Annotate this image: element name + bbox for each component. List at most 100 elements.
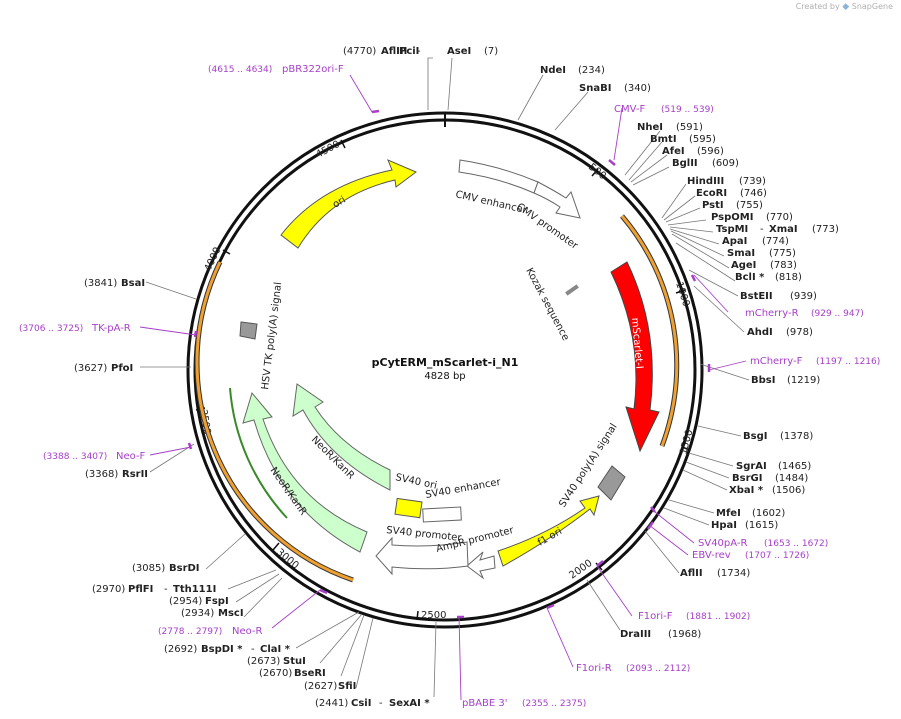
cmv-enhancer-arrow	[458, 159, 539, 194]
enzyme-apaI: ApaI	[722, 236, 747, 247]
enzyme-ahdI: AhdI	[747, 327, 773, 338]
enzyme-pos-rsrII: (3368)	[85, 469, 118, 480]
ori-arrow	[280, 159, 417, 249]
enzyme-aflIII: AflIII	[381, 46, 407, 57]
f1-ori-arrow	[497, 495, 600, 567]
primer-range-ebv-rev: (1707 .. 1726)	[745, 551, 809, 561]
snapgene-brand: Created by ◆ SnapGene	[796, 2, 893, 12]
enzyme-pos-aflII: (1734)	[717, 568, 750, 579]
enzyme-rsrII: RsrII	[122, 469, 148, 480]
enzyme-bsrDI: BsrDI	[169, 563, 200, 574]
primer-tk-pa-r: TK-pA-R	[91, 323, 131, 334]
enzyme-pos-sgraI: (1465)	[778, 461, 811, 472]
enzyme-pstI: PstI	[702, 200, 724, 211]
enzyme-sep-5: -	[164, 584, 168, 595]
enzyme-pos-pflFI: (2970)	[92, 584, 125, 595]
primer-range-mcherry-f: (1197 .. 1216)	[816, 357, 880, 367]
feature-label-hsv-polya: HSV TK poly(A) signal	[260, 282, 284, 391]
enzyme-bsgI: BsgI	[743, 431, 767, 442]
enzyme-pos-tspmI: (773)	[812, 224, 839, 235]
neo-outer-arrow	[242, 391, 368, 553]
primer-range-tk-pa-r: (3706 .. 3725)	[19, 324, 83, 334]
sv40-promoter-arrow	[375, 536, 469, 576]
neo-inner-arrow	[292, 383, 391, 491]
snapgene-logo-icon: ◆	[842, 2, 850, 12]
enzyme-pos-ahdI: (978)	[786, 327, 813, 338]
primer-range-f1ori-f: (1881 .. 1902)	[686, 612, 750, 622]
sv40-polya-box	[597, 465, 626, 501]
primer-mcherry-f: mCherry-F	[750, 356, 803, 367]
enzyme-ecorI: EcoRI	[696, 188, 727, 199]
enzyme-pos-smaI: (775)	[769, 248, 796, 259]
neo-outer-arc-fill	[195, 261, 354, 582]
primer-pbabe-3: pBABE 3'	[462, 698, 508, 709]
enzyme-bmtI: BmtI	[650, 134, 677, 145]
primer-neo-f: Neo-F	[116, 451, 146, 462]
primer-range-sv40pa-r: (1653 .. 1672)	[764, 539, 828, 549]
enzyme-sep-1: -	[417, 46, 421, 57]
enzyme-mfeI: MfeI	[716, 508, 741, 519]
enzyme-fspI: FspI	[205, 596, 229, 607]
snapgene-name: SnapGene	[851, 2, 893, 11]
enzyme-bglII: BglII	[672, 158, 698, 169]
primer-leader-lines	[139, 74, 747, 701]
enzyme-pspomI: PspOMI	[711, 212, 753, 223]
enzyme-claI: ClaI *	[260, 644, 291, 655]
enzyme-pos-ageI: (783)	[770, 260, 797, 271]
primer-range-f1ori-r: (2093 .. 2112)	[626, 664, 690, 674]
enzyme-pos-pfoI: (3627)	[74, 363, 107, 374]
enzyme-pos-apaI: (774)	[762, 236, 789, 247]
enzyme-pos-bsgI: (1378)	[780, 431, 813, 442]
enzyme-pos-bsrDI: (3085)	[132, 563, 165, 574]
enzyme-pos-bseRI: (2670)	[259, 668, 292, 679]
ampr-promoter-arrow	[466, 551, 496, 580]
tick-label-2500: 2500	[421, 610, 446, 621]
enzyme-pos-bstEII: (939)	[790, 291, 817, 302]
enzyme-bsrgI: BsrGI	[732, 473, 762, 484]
enzyme-sexaI: SexAI *	[389, 698, 430, 709]
enzyme-pos-hpaI: (1615)	[745, 520, 778, 531]
enzyme-pos-afeI: (596)	[697, 146, 724, 157]
enzyme-nheI: NheI	[637, 122, 663, 133]
enzyme-pos-bbsI: (1219)	[787, 375, 820, 386]
enzyme-pos-stuI: (2673)	[247, 656, 280, 667]
enzyme-xbaI: XbaI *	[729, 485, 764, 496]
neo-green-arc	[229, 387, 288, 519]
primer-pbr322ori-f: pBR322ori-F	[282, 64, 344, 75]
enzyme-pos-fspI: (2954)	[169, 596, 202, 607]
mscarlet-outer-arc-fill	[620, 215, 679, 447]
enzyme-mscI: MscI	[218, 608, 244, 619]
enzyme-hpaI: HpaI	[711, 520, 737, 531]
enzyme-bclI: BclI *	[735, 272, 765, 283]
enzyme-bsaI: BsaI	[121, 278, 145, 289]
enzyme-xmaI: XmaI	[769, 224, 798, 235]
tick-label-2000: 2000	[567, 558, 594, 582]
enzyme-snabI: SnaBI	[579, 83, 611, 94]
cmv-promoter-arrow	[533, 181, 581, 219]
enzyme-sgraI: SgrAI	[736, 461, 767, 472]
plasmid-length: 4828 bp	[424, 371, 465, 382]
enzyme-tth111I: Tth111I	[173, 584, 216, 595]
enzyme-csiI: CsiI	[351, 698, 371, 709]
enzyme-pos-pstI: (755)	[736, 200, 763, 211]
enzyme-pos-aseI: (7)	[484, 46, 498, 57]
feature-label-mscarlet: mScarlet-I	[629, 317, 644, 369]
enzyme-aflII: AflII	[680, 568, 703, 579]
enzyme-pos-draIII: (1968)	[668, 629, 701, 640]
enzyme-draIII: DraIII	[620, 629, 651, 640]
hsv-polya-box	[239, 321, 258, 340]
enzyme-afeI: AfeI	[662, 146, 685, 157]
primer-cmv-f: CMV-F	[614, 104, 645, 115]
enzyme-aseI: AseI	[447, 46, 471, 57]
enzyme-bseRI: BseRI	[294, 668, 326, 679]
enzyme-pos-bglII: (609)	[712, 158, 739, 169]
enzyme-bbsI: BbsI	[751, 375, 775, 386]
enzyme-sep-3: -	[379, 698, 383, 709]
enzyme-bspDI: BspDI *	[201, 644, 243, 655]
primer-range-cmv-f: (519 .. 539)	[661, 105, 714, 115]
enzyme-pos-bclI: (818)	[775, 272, 802, 283]
enzyme-pos-snabI: (340)	[624, 83, 651, 94]
primer-range-neo-f: (3388 .. 3407)	[43, 452, 107, 462]
primer-range-mcherry-r: (929 .. 947)	[811, 309, 864, 319]
enzyme-pos-bsaI: (3841)	[84, 278, 117, 289]
